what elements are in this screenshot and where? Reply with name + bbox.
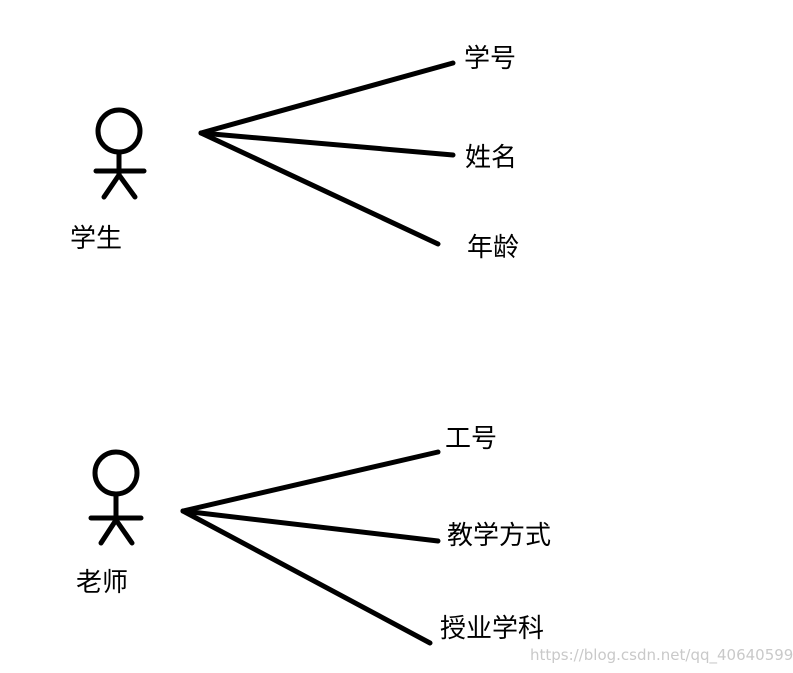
student-connector-2	[198, 130, 456, 158]
student-connector-1	[198, 60, 456, 136]
teacher-connector-2	[180, 508, 441, 544]
student-connector-3	[198, 130, 441, 247]
teacher-attribute-staff-id: 工号	[445, 424, 498, 454]
student-attribute-age: 年龄	[467, 233, 520, 263]
teacher-attribute-teaching-method: 教学方式	[447, 521, 552, 551]
student-attribute-name: 姓名	[465, 143, 518, 173]
teacher-attribute-subject: 授业学科	[440, 614, 545, 644]
teacher-actor-label: 老师	[76, 568, 129, 598]
student-connectors	[198, 60, 456, 247]
teacher-actor-icon	[88, 449, 144, 546]
teacher-connector-3	[180, 508, 433, 646]
teacher-connector-1	[180, 449, 441, 514]
watermark-url: https://blog.csdn.net/qq_40640599	[530, 646, 793, 664]
student-actor-label: 学生	[70, 224, 123, 254]
student-attribute-student-id: 学号	[464, 44, 517, 74]
teacher-connectors	[180, 449, 441, 646]
student-actor-icon	[93, 107, 147, 200]
